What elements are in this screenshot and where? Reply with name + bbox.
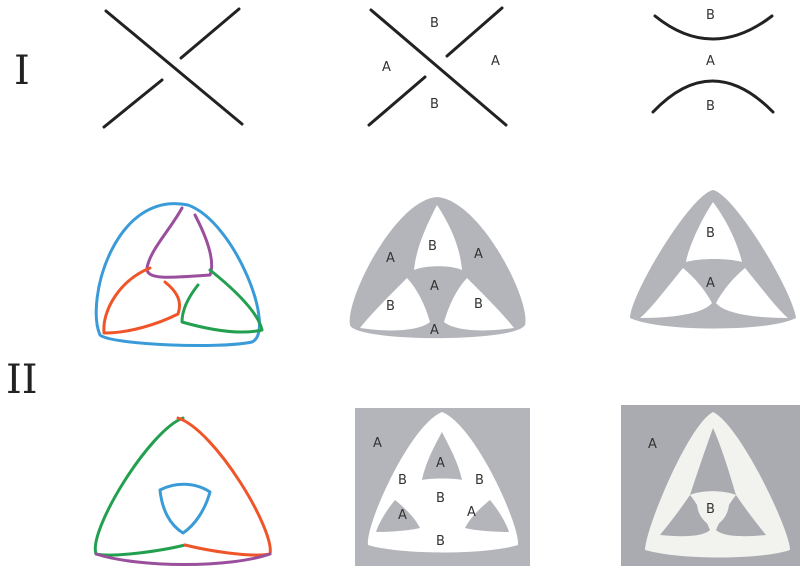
region-label-middle: A xyxy=(706,54,715,69)
region-label-lower-left-a: A xyxy=(398,508,407,523)
labeled-crossing-diagram: B A A B xyxy=(369,8,506,125)
row-label-one: I xyxy=(14,48,30,94)
region-label-left: A xyxy=(382,60,391,75)
colored-link-diagram-2 xyxy=(95,418,270,565)
region-label-center-b: B xyxy=(706,502,715,517)
crossing-diagram xyxy=(104,9,242,127)
region-label-bottom: B xyxy=(706,99,715,114)
smoothed-crossing-diagram: B A B xyxy=(653,8,773,114)
under-strand-upper xyxy=(447,8,502,56)
region-label-bottom-b: B xyxy=(436,534,445,549)
under-strand-upper xyxy=(181,9,239,58)
purple-strand xyxy=(147,208,212,277)
region-label-top: B xyxy=(706,8,715,23)
row-label-two: II xyxy=(6,357,38,403)
region-label-corner-a: A xyxy=(373,436,382,451)
region-label-top-b: B xyxy=(428,239,437,254)
region-label-lower-right-a: A xyxy=(467,505,476,520)
under-strand-lower xyxy=(369,77,425,125)
region-label-left-a: A xyxy=(386,251,395,266)
region-label-right: A xyxy=(491,54,500,69)
region-label-top-a: A xyxy=(436,456,445,471)
region-label-bottom: B xyxy=(430,97,439,112)
blue-strand xyxy=(160,484,210,533)
region-label-bottom-a: A xyxy=(430,323,439,338)
shaded-diagram-1: A B A A B B A xyxy=(350,197,526,338)
region-label-center-a: A xyxy=(430,279,439,294)
region-label-corner-a: A xyxy=(648,437,657,452)
orange-strand xyxy=(178,418,270,555)
region-label-top: B xyxy=(430,16,439,31)
shaded-diagram-2: A A B B B A A B xyxy=(355,408,530,566)
colored-link-diagram-1 xyxy=(96,204,262,346)
region-label-right-a: A xyxy=(474,247,483,262)
region-label-top-b: B xyxy=(706,226,715,241)
region-label-center-a: A xyxy=(706,276,715,291)
region-label-lower-right-b: B xyxy=(474,297,483,312)
under-strand-lower xyxy=(104,80,162,127)
region-label-right-b: B xyxy=(475,473,484,488)
region-label-lower-left-b: B xyxy=(386,299,395,314)
region-label-left-b: B xyxy=(398,473,407,488)
region-label-center-b: B xyxy=(436,491,445,506)
state-diagram-1: B A xyxy=(630,190,796,329)
state-diagram-2: A B xyxy=(621,405,800,566)
blue-strand xyxy=(96,204,259,346)
